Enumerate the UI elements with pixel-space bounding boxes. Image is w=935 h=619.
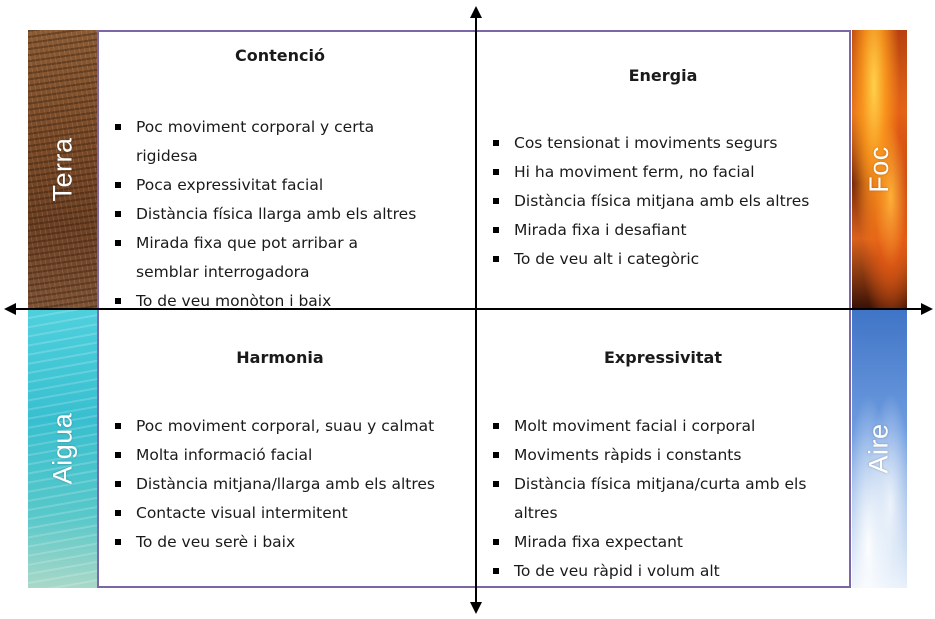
quadrant-list-energia: Cos tensionat i moviments segurs Hi ha m… bbox=[488, 129, 850, 274]
list-item: Poca expressivitat facial bbox=[110, 171, 475, 200]
list-item-continuation: rigidesa bbox=[110, 142, 475, 171]
list-item: Distància física mitjana/curta amb els bbox=[488, 470, 850, 499]
list-item: Cos tensionat i moviments segurs bbox=[488, 129, 850, 158]
earth-label: Terra bbox=[47, 136, 78, 202]
list-item-text: semblar interrogadora bbox=[136, 263, 310, 281]
list-item-continuation: altres bbox=[488, 499, 850, 528]
fire-label: Foc bbox=[863, 145, 894, 193]
quadrant-list-harmonia: Poc moviment corporal, suau y calmat Mol… bbox=[110, 412, 475, 557]
list-item: Distància física mitjana amb els altres bbox=[488, 187, 850, 216]
list-item: Mirada fixa i desafiant bbox=[488, 216, 850, 245]
vertical-axis bbox=[475, 14, 477, 606]
air-panel: Aire bbox=[852, 308, 907, 588]
arrow-left-icon bbox=[4, 303, 16, 315]
quadrant-list-contencio: Poc moviment corporal y certa rigidesa P… bbox=[110, 113, 475, 316]
list-item: Poc moviment corporal y certa bbox=[110, 113, 475, 142]
air-label: Aire bbox=[863, 422, 894, 474]
list-item: Mirada fixa expectant bbox=[488, 528, 850, 557]
quadrant-title-contencio: Contenció bbox=[235, 46, 325, 65]
water-label: Aigua bbox=[47, 412, 78, 484]
list-item: To de veu ràpid i volum alt bbox=[488, 557, 850, 586]
list-item: Distància mitjana/llarga amb els altres bbox=[110, 470, 475, 499]
quadrant-list-expressivitat: Molt moviment facial i corporal Moviment… bbox=[488, 412, 850, 586]
list-item: Mirada fixa que pot arribar a bbox=[110, 229, 475, 258]
arrow-down-icon bbox=[470, 602, 482, 614]
list-item: To de veu monòton i baix bbox=[110, 287, 475, 316]
list-item: Molta informació facial bbox=[110, 441, 475, 470]
list-item: Hi ha moviment ferm, no facial bbox=[488, 158, 850, 187]
list-item: Contacte visual intermitent bbox=[110, 499, 475, 528]
quadrant-title-energia: Energia bbox=[628, 66, 698, 85]
list-item-continuation: semblar interrogadora bbox=[110, 258, 475, 287]
list-item-text: altres bbox=[514, 504, 558, 522]
list-item: Poc moviment corporal, suau y calmat bbox=[110, 412, 475, 441]
quadrant-title-expressivitat: Expressivitat bbox=[604, 348, 722, 367]
water-panel: Aigua bbox=[28, 308, 98, 588]
list-item-text: rigidesa bbox=[136, 147, 198, 165]
list-item: Distància física llarga amb els altres bbox=[110, 200, 475, 229]
list-item: Moviments ràpids i constants bbox=[488, 441, 850, 470]
list-item: Molt moviment facial i corporal bbox=[488, 412, 850, 441]
quadrant-title-harmonia: Harmonia bbox=[236, 348, 324, 367]
arrow-right-icon bbox=[921, 303, 933, 315]
list-item: To de veu alt i categòric bbox=[488, 245, 850, 274]
fire-panel: Foc bbox=[852, 30, 907, 308]
list-item: To de veu serè i baix bbox=[110, 528, 475, 557]
horizontal-axis bbox=[14, 308, 921, 310]
arrow-up-icon bbox=[470, 6, 482, 18]
earth-panel: Terra bbox=[28, 30, 98, 308]
